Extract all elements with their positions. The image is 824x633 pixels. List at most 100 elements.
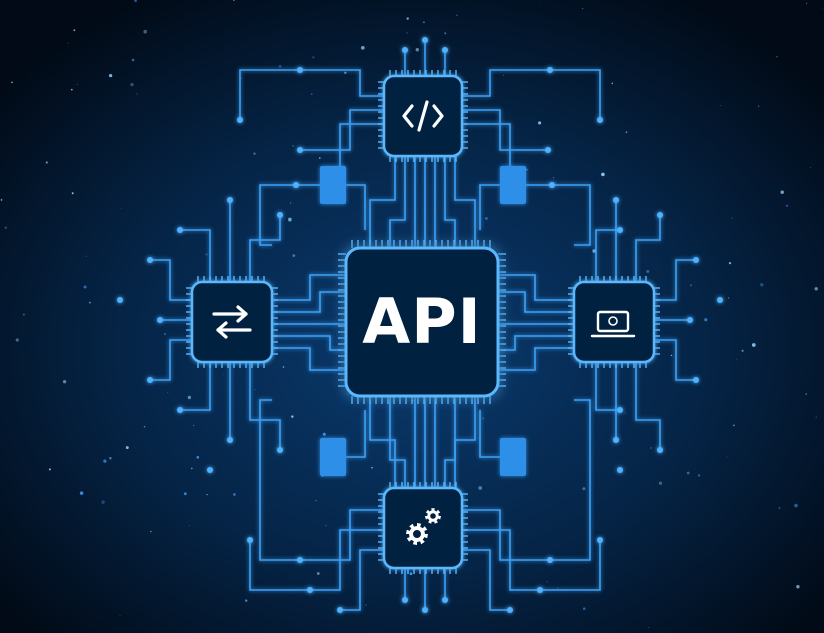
- trace-node: [613, 197, 619, 203]
- circuit-trace: [654, 339, 696, 381]
- star-dot: [546, 581, 548, 583]
- star-dot: [288, 217, 292, 222]
- star-dot: [22, 313, 25, 316]
- star-dot: [611, 82, 614, 85]
- star-dot: [582, 607, 586, 610]
- star-dot: [409, 572, 413, 576]
- star-dot: [365, 604, 367, 606]
- star-dot: [478, 486, 483, 490]
- trace-node: [207, 467, 213, 473]
- star-dot: [727, 297, 730, 299]
- star-dot: [240, 77, 242, 79]
- star-dot: [131, 58, 135, 62]
- star-dot: [794, 503, 798, 508]
- star-dot: [422, 21, 425, 24]
- star-dot: [83, 285, 87, 289]
- circuit-trace: [150, 259, 192, 301]
- star-dot: [646, 269, 650, 273]
- trace-node: [147, 257, 153, 263]
- center-chip: [344, 246, 500, 398]
- star-dot: [624, 412, 626, 414]
- star-dot: [592, 249, 596, 253]
- star-dot: [778, 507, 781, 510]
- circuit-trace: [369, 156, 396, 248]
- star-dot: [316, 572, 320, 575]
- pad-bottom-right: [500, 438, 526, 476]
- star-dot: [244, 599, 248, 602]
- circuit-trace: [300, 69, 384, 97]
- trace-node: [613, 437, 619, 443]
- star-dot: [67, 42, 69, 44]
- star-dot: [62, 380, 67, 384]
- star-dot: [406, 17, 409, 20]
- star-dot: [289, 221, 291, 223]
- pad-bottom-left: [320, 438, 346, 476]
- star-dot: [482, 417, 485, 420]
- star-dot: [538, 4, 540, 6]
- star-dot: [193, 424, 195, 426]
- star-dot: [805, 393, 807, 395]
- star-dot: [751, 343, 756, 347]
- star-dot: [728, 262, 732, 265]
- star-dot: [282, 366, 285, 368]
- trace-node: [402, 597, 408, 603]
- trace-node: [617, 227, 623, 233]
- circuit-trace: [346, 184, 366, 230]
- memory-pads: [320, 166, 526, 476]
- circuit-trace: [272, 291, 346, 313]
- circuit-trace: [249, 362, 281, 450]
- star-dot: [406, 32, 408, 34]
- star-dot: [125, 446, 129, 450]
- trace-node: [227, 197, 233, 203]
- laptop-icon: [590, 310, 636, 338]
- trace-node: [157, 317, 163, 323]
- star-dot: [312, 56, 315, 59]
- circuit-trace: [498, 274, 574, 301]
- circuit-trace: [498, 291, 574, 313]
- star-dot: [150, 530, 152, 533]
- star-dot: [70, 88, 73, 91]
- circuit-trace: [310, 529, 384, 591]
- trace-node: [422, 607, 428, 613]
- star-dot: [136, 93, 138, 95]
- circuit-trace: [389, 396, 406, 488]
- star-dot: [103, 459, 107, 463]
- trace-node: [402, 47, 408, 53]
- trace-node: [277, 447, 283, 453]
- star-dot: [0, 199, 3, 201]
- circuit-trace: [550, 399, 591, 561]
- star-dot: [686, 471, 690, 475]
- star-dot: [134, 0, 137, 2]
- star-dot: [371, 466, 373, 469]
- trace-node: [547, 67, 553, 73]
- star-dot: [232, 0, 235, 2]
- circuit-trace: [180, 229, 211, 282]
- star-dot: [187, 395, 192, 400]
- star-dot: [206, 493, 208, 496]
- star-dot: [188, 525, 190, 527]
- star-dot: [253, 152, 256, 155]
- star-dot: [733, 424, 735, 427]
- circuit-trace: [239, 69, 300, 120]
- star-dot: [731, 217, 733, 219]
- circuit-trace: [150, 339, 192, 381]
- star-dot: [77, 84, 78, 85]
- circuit-trace: [552, 184, 591, 246]
- star-dot: [292, 145, 294, 147]
- star-dot: [183, 492, 187, 496]
- trace-node: [717, 297, 723, 303]
- trace-node: [337, 607, 343, 613]
- left-chip: [190, 280, 274, 364]
- star-dot: [456, 14, 458, 17]
- trace-node: [545, 147, 551, 153]
- trace-node: [537, 587, 543, 593]
- star-dot: [760, 283, 764, 287]
- star-dot: [347, 393, 349, 395]
- star-dot: [736, 359, 738, 361]
- star-dot: [222, 373, 224, 375]
- star-dot: [322, 432, 326, 436]
- trace-node: [597, 537, 603, 543]
- trace-node: [293, 182, 299, 188]
